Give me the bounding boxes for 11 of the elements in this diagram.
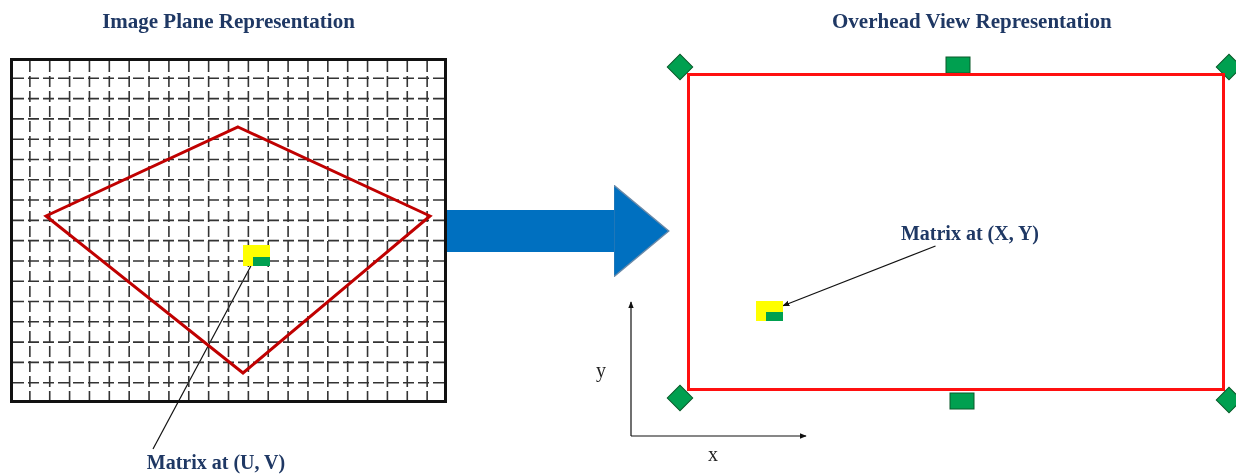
matrix-label: Matrix at (X, Y) [872, 219, 1068, 246]
panel-title: Overhead View Representation [832, 8, 1112, 35]
arrow [782, 245, 937, 307]
leader-line [152, 265, 252, 450]
axis-label: x [708, 444, 718, 464]
block-arrow [447, 184, 670, 278]
axis-label: y [596, 360, 606, 380]
matrix-cell [756, 301, 783, 321]
panel-title: Image Plane Representation [102, 8, 355, 35]
matrix-cell [243, 245, 270, 266]
matrix-label: Matrix at (U, V) [105, 449, 327, 475]
